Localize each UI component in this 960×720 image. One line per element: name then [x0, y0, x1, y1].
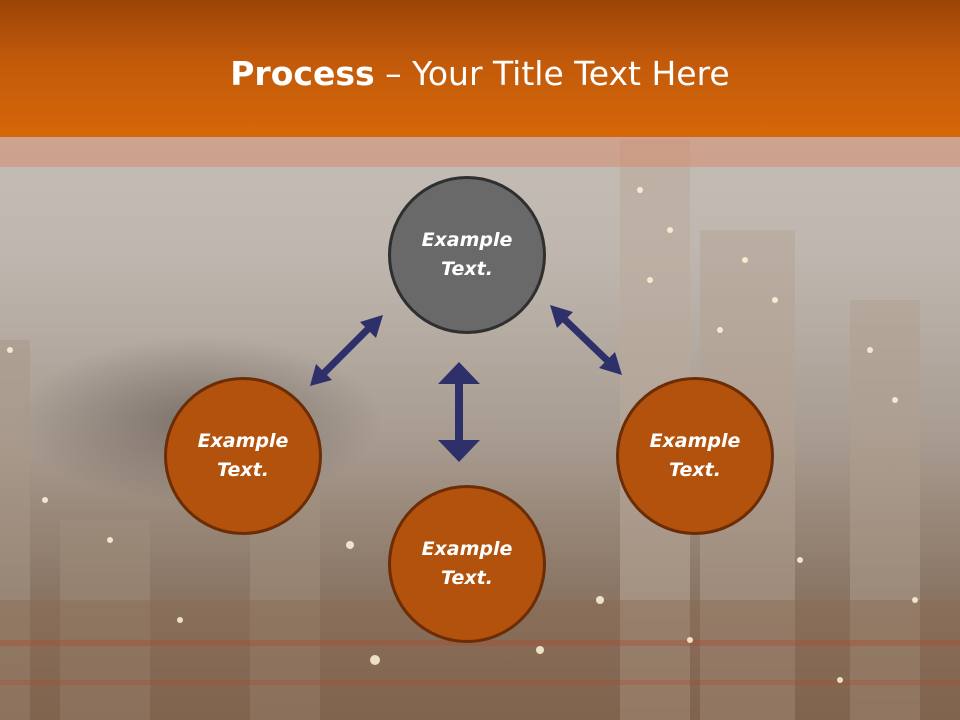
slide-title-rest: – Your Title Text Here [374, 54, 730, 93]
node-text-line2: Text. [441, 258, 493, 280]
node-text-line1: Example [421, 538, 513, 560]
node-text-line1: Example [649, 430, 741, 452]
node-text-line2: Text. [217, 459, 269, 481]
node-text-line2: Text. [441, 567, 493, 589]
title-underband [0, 137, 960, 167]
process-node-right: Example Text. [616, 377, 774, 535]
double-arrow-right-diagonal [550, 305, 622, 375]
process-node-bottom: Example Text. [388, 485, 546, 643]
double-arrow-left-diagonal [310, 315, 383, 386]
slide-title: Process – Your Title Text Here [0, 52, 960, 96]
slide-title-bold: Process [230, 54, 375, 93]
node-text-line2: Text. [669, 459, 721, 481]
process-node-top: Example Text. [388, 176, 546, 334]
title-bar: Process – Your Title Text Here [0, 0, 960, 137]
process-node-left: Example Text. [164, 377, 322, 535]
node-text-line1: Example [421, 229, 513, 251]
double-arrow-vertical [438, 362, 480, 462]
node-text-line1: Example [197, 430, 289, 452]
